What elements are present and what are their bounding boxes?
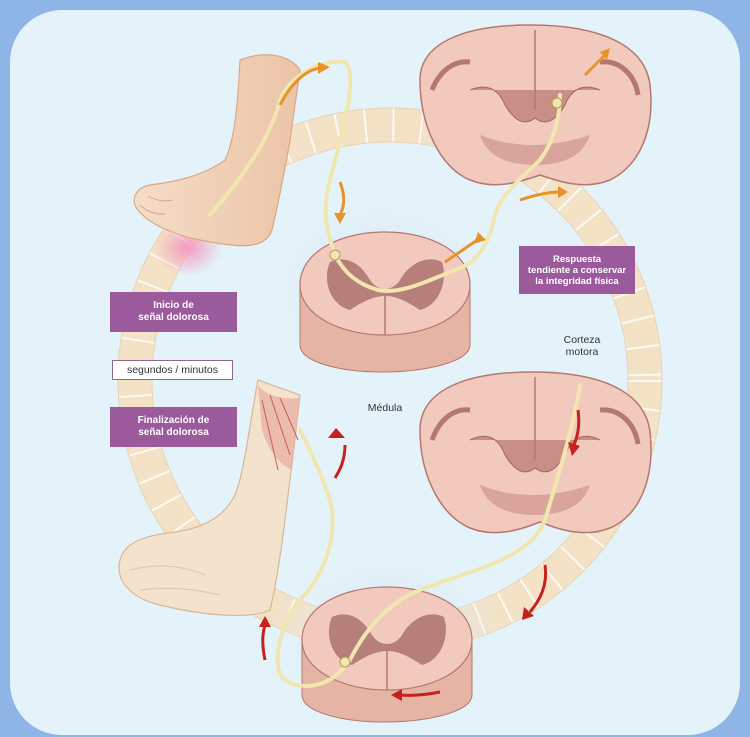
spinal-cord-icon — [300, 232, 470, 372]
brain-icon — [420, 25, 651, 185]
label-tiempo: segundos / minutos — [112, 360, 233, 380]
label-medula: Médula — [350, 402, 420, 414]
label-inicio: Inicio de señal dolorosa — [110, 292, 237, 332]
label-respuesta: Respuesta tendiente a conservar la integ… — [519, 246, 635, 294]
spinal-cord-icon — [302, 587, 472, 722]
brain-icon — [420, 372, 651, 533]
label-corteza: Corteza motora — [552, 334, 612, 358]
label-finalizacion: Finalización de señal dolorosa — [110, 407, 237, 447]
